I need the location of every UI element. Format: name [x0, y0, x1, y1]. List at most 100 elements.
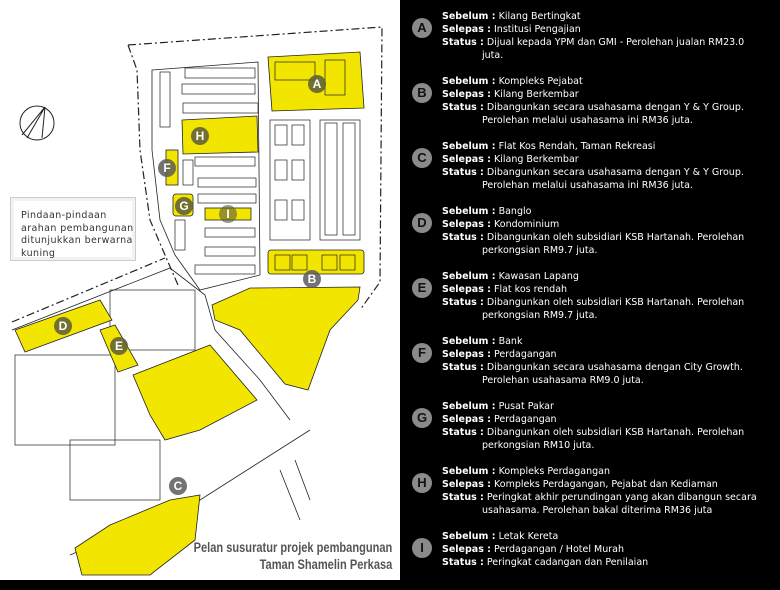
entry-badge: C [412, 148, 432, 168]
status-value: Dijual kepada YPM dan GMI - Perolehan ju… [486, 37, 745, 48]
marker-i: I [219, 205, 237, 223]
status-value-cont: juta. [482, 50, 504, 61]
area-b-lower [211, 286, 361, 391]
entry-badge: A [412, 18, 432, 38]
status-label: Status : [442, 297, 484, 308]
marker-g: G [175, 197, 193, 215]
status-value: Dibangunkan oleh subsidiari KSB Hartanah… [486, 297, 745, 308]
entry-badge: D [412, 213, 432, 233]
status-label: Status : [442, 102, 484, 113]
before-label: Sebelum : [442, 271, 496, 282]
map-markers: A B C D E F G H I [54, 75, 326, 495]
status-value: Dibangunkan secara usahasama dengan Y & … [486, 102, 744, 113]
note-line: kuning [21, 247, 56, 259]
note-line: arahan pembangunan [21, 222, 134, 234]
status-label: Status : [442, 362, 484, 373]
area-c-south [74, 494, 201, 576]
before-value: Kompleks Perdagangan [498, 466, 610, 477]
entry-badge: I [412, 538, 432, 558]
svg-text:D: D [59, 319, 68, 333]
svg-text:E: E [115, 339, 123, 353]
before-label: Sebelum : [442, 531, 496, 542]
status-value: Peringkat cadangan dan Penilaian [486, 557, 649, 568]
before-label: Sebelum : [442, 336, 496, 347]
after-value: Kilang Berkembar [494, 154, 579, 165]
marker-b: B [303, 270, 321, 288]
note-line: ditunjukkan berwarna [21, 235, 133, 246]
before-value: Kawasan Lapang [498, 271, 579, 282]
svg-text:H: H [196, 129, 205, 143]
after-label: Selepas : [442, 89, 491, 100]
status-value: Dibangunkan secara usahasama dengan Y & … [486, 167, 744, 178]
before-label: Sebelum : [442, 141, 496, 152]
status-label: Status : [442, 167, 484, 178]
status-value-cont: perkongsian RM9.7 juta. [482, 310, 598, 321]
after-label: Selepas : [442, 284, 491, 295]
after-label: Selepas : [442, 479, 491, 490]
after-label: Selepas : [442, 349, 491, 360]
legend-note: Pindaan-pindaan arahan pembangunan ditun… [10, 197, 136, 261]
caption-line-2: Taman Shamelin Perkasa [259, 557, 392, 572]
area-c [132, 344, 258, 441]
map-caption: Pelan susuratur projek pembangunan Taman… [193, 539, 392, 573]
svg-text:A: A [313, 77, 322, 91]
entry-badge: G [412, 408, 432, 428]
after-label: Selepas : [442, 24, 491, 35]
status-value-cont: Perolehan melalui usahasama ini RM36 jut… [482, 180, 693, 191]
caption-line-1: Pelan susuratur projek pembangunan [193, 540, 392, 555]
before-value: Letak Kereta [498, 531, 559, 542]
status-label: Status : [442, 557, 484, 568]
after-value: Perdagangan [494, 414, 557, 425]
status-value: Dibangunkan oleh subsidiari KSB Hartanah… [486, 232, 745, 243]
before-label: Sebelum : [442, 401, 496, 412]
before-value: Kompleks Pejabat [498, 76, 583, 87]
after-label: Selepas : [442, 154, 491, 165]
status-value: Dibangunkan secara usahasama dengan City… [486, 362, 743, 373]
marker-h: H [191, 127, 209, 145]
svg-text:G: G [179, 199, 188, 213]
note-line: Pindaan-pindaan [21, 210, 107, 221]
svg-text:F: F [163, 161, 170, 175]
after-value: Flat kos rendah [494, 284, 568, 295]
after-label: Selepas : [442, 414, 491, 425]
status-value-cont: Perolehan usahasama RM9.0 juta. [482, 375, 644, 386]
svg-text:B: B [308, 272, 317, 286]
after-value: Kompleks Perdagangan, Pejabat dan Kediam… [494, 479, 718, 490]
site-plan-drawing: A B C D E F G H I [11, 26, 383, 576]
before-label: Sebelum : [442, 76, 496, 87]
svg-text:I: I [226, 207, 229, 221]
highlighted-areas [14, 51, 365, 576]
site-plan-map: A B C D E F G H I Pindaan-pindaan arahan… [0, 0, 400, 580]
entry-badge: E [412, 278, 432, 298]
after-value: Institusi Pengajian [494, 24, 581, 35]
marker-a: A [308, 75, 326, 93]
status-value-cont: Perolehan melalui usahasama ini RM36 jut… [482, 115, 693, 126]
parking-blocks [14, 67, 361, 501]
marker-c: C [169, 477, 187, 495]
before-value: Bank [498, 336, 523, 347]
marker-d: D [54, 317, 72, 335]
status-label: Status : [442, 427, 484, 438]
status-label: Status : [442, 232, 484, 243]
after-label: Selepas : [442, 544, 491, 555]
after-value: Kondominium [494, 219, 560, 230]
after-value: Perdagangan / Hotel Murah [494, 544, 624, 555]
entry-badge: F [412, 343, 432, 363]
status-value-cont: usahasama. Perolehan bakal diterima RM36… [482, 505, 713, 516]
before-value: Banglo [498, 206, 532, 217]
before-label: Sebelum : [442, 11, 496, 22]
north-arrow-icon [19, 105, 55, 141]
